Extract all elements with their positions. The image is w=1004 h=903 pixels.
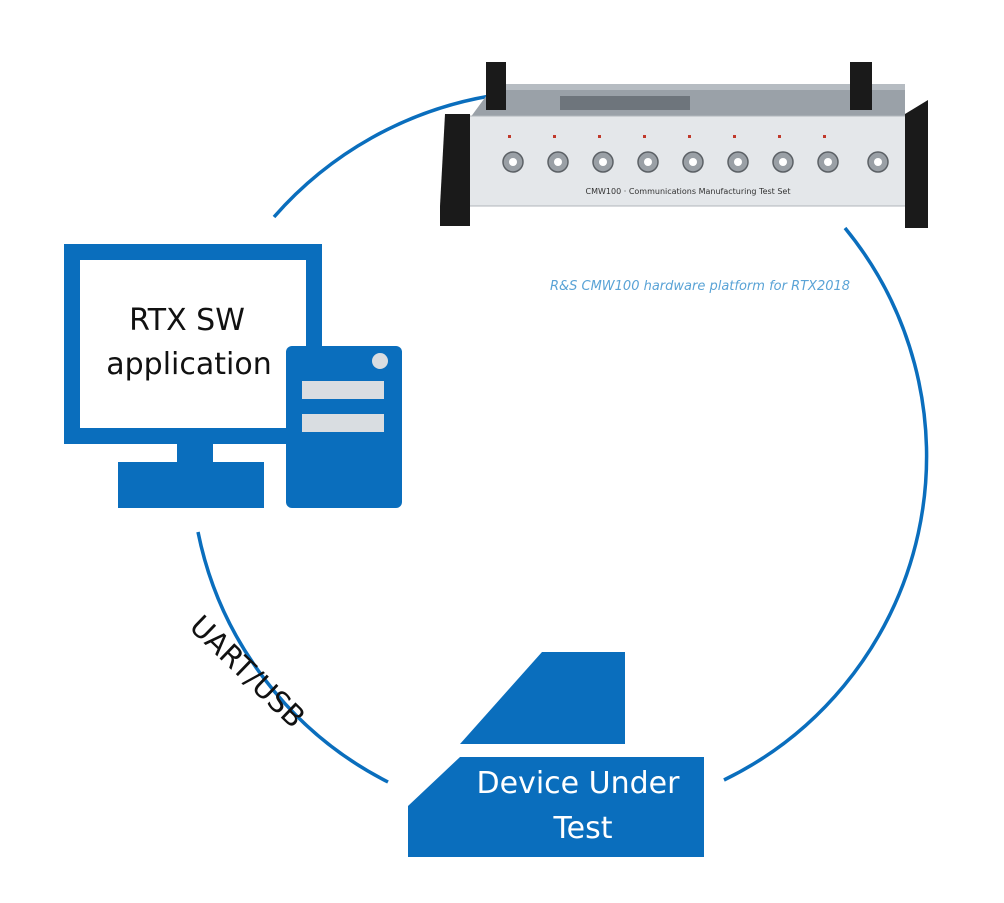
device-block-icon — [408, 652, 704, 857]
instrument-panel-text: CMW100 · Communications Manufacturing Te… — [586, 187, 791, 196]
arc-dut-to-computer — [196, 531, 389, 784]
monitor-screen — [80, 260, 306, 428]
test-instrument-icon: CMW100 · Communications Manufacturing Te… — [440, 62, 928, 228]
instrument-caption: R&S CMW100 hardware platform for RTX2018 — [550, 279, 850, 294]
desktop-computer-icon — [64, 244, 402, 508]
computer-label-line2: application — [106, 347, 271, 382]
link-label: UART/USB — [183, 609, 312, 735]
dut-upper-wedge — [460, 652, 625, 744]
dut-lower-block — [408, 757, 704, 857]
computer-label-line1: RTX SW — [129, 303, 245, 338]
dut-label-line1: Device Under — [477, 766, 681, 801]
rf-connectors — [502, 135, 889, 173]
arc-instrument-to-dut — [723, 226, 929, 782]
connection-arcs — [196, 94, 929, 784]
dut-label-line2: Test — [552, 811, 612, 846]
arc-computer-to-instrument — [272, 94, 491, 219]
